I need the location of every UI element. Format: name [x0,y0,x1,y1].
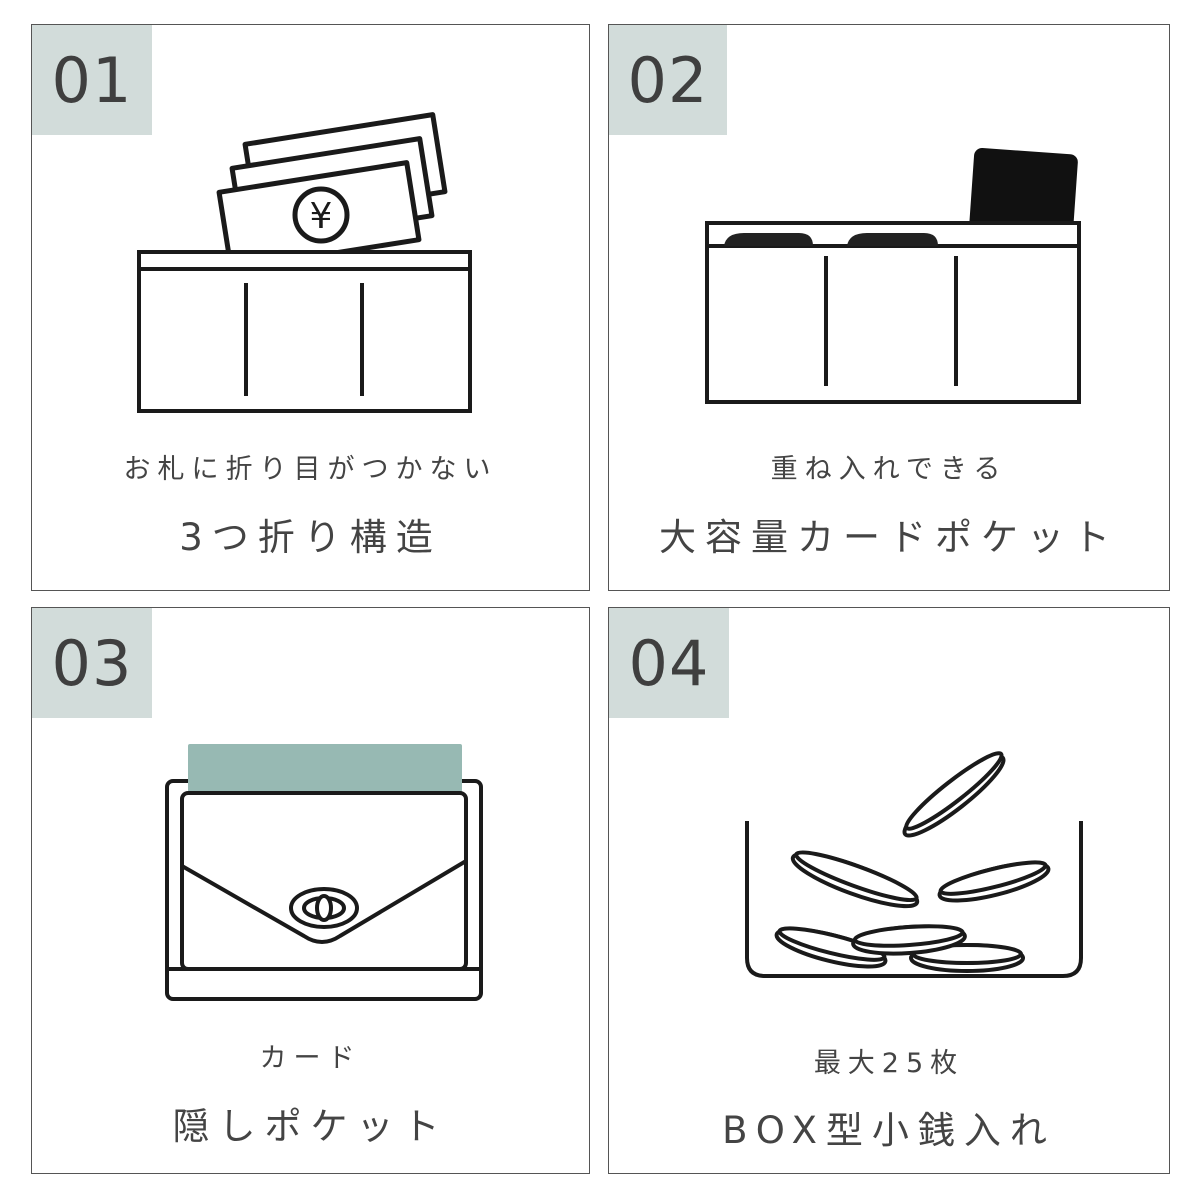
card-pocket-icon [705,148,1081,404]
feature-panel-04: 04 最大25枚 BOX型小銭入れ [608,607,1170,1174]
feature-title: 隠しポケット [172,1105,449,1148]
svg-text:¥: ¥ [310,196,333,237]
feature-subtitle: カード [259,1043,362,1074]
feature-panel-02: 02 重ね入れできる 大容量カードポケット [608,24,1170,591]
feature-subtitle: お札に折り目がつかない [123,454,498,485]
feature-panel-03: 03 カード 隠しポケット [31,607,590,1174]
feature-panel-01: 01 ¥ お札に折り目がつかない 3つ折り構造 [31,24,590,591]
feature-subtitle: 重ね入れできる [770,454,1008,485]
feature-title: BOX型小銭入れ [722,1109,1056,1152]
feature-number-badge: 01 [32,25,152,135]
feature-subtitle: 最大25枚 [813,1048,965,1079]
feature-number-badge: 02 [609,25,727,135]
feature-number-badge: 03 [32,608,152,718]
feature-number-badge: 04 [609,608,729,718]
coin-box-icon [745,751,1083,978]
feature-title: 大容量カードポケット [659,516,1119,559]
hidden-card-pocket-icon [165,744,483,1001]
bills-in-wallet-icon: ¥ [137,112,472,413]
feature-title: 3つ折り構造 [179,516,442,559]
